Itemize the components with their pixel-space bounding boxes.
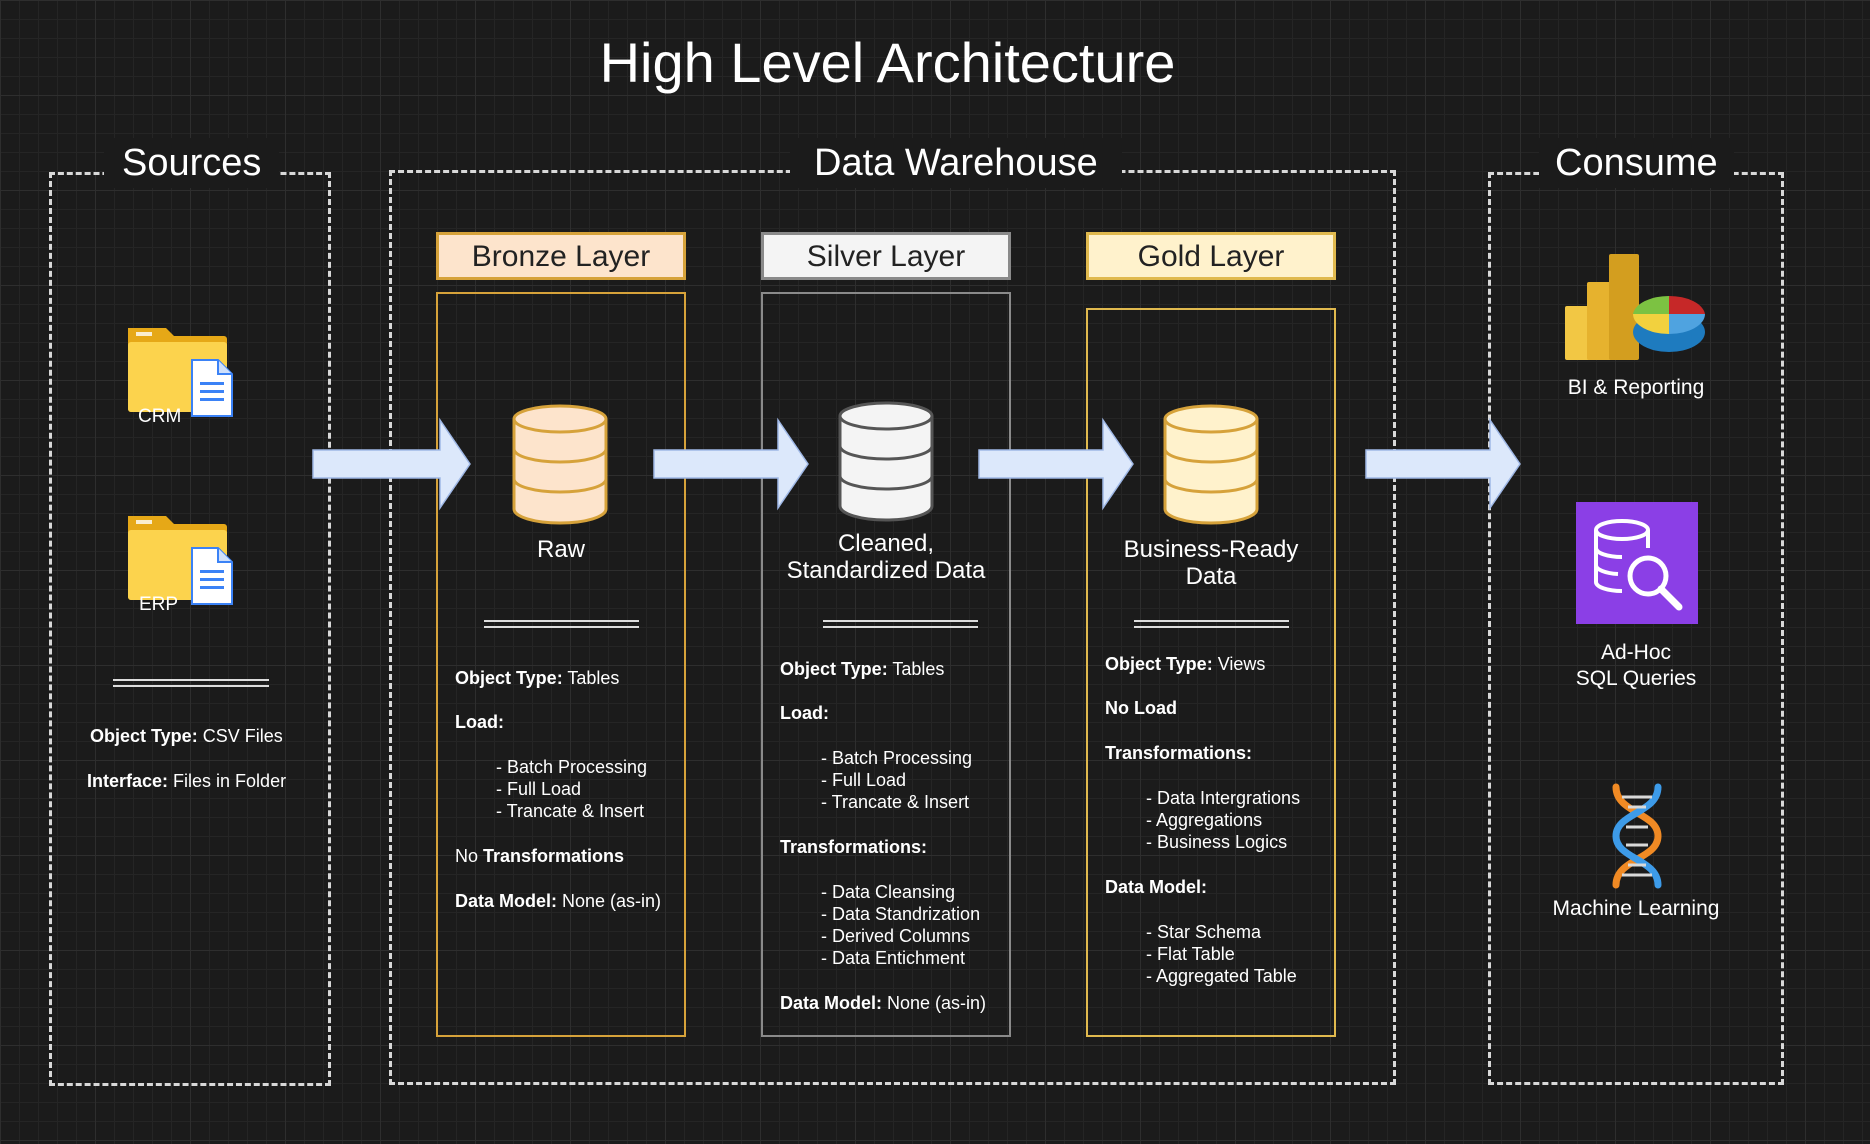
silver-database-icon: [838, 401, 934, 522]
gold-transform-label: Transformations:: [1105, 742, 1252, 764]
object-type-label: Object Type:: [455, 668, 563, 688]
list-item: - Data Cleansing: [821, 882, 956, 902]
silver-layer-box: [761, 292, 1011, 1037]
load-label: No Load: [1105, 698, 1177, 718]
bronze-database-icon: [512, 404, 608, 525]
crm-label: CRM: [138, 406, 182, 427]
list-item: - Aggregations: [1146, 810, 1263, 830]
bronze-load-list: - Batch Processing - Full Load - Trancat…: [496, 756, 647, 822]
list-item: - Derived Columns: [821, 926, 971, 946]
arrow-bronze-to-silver: [653, 417, 809, 511]
sources-interface: Interface: Files in Folder: [87, 770, 286, 792]
model-value: None (as-in): [882, 993, 987, 1013]
bronze-transformations: No Transformations: [455, 845, 624, 867]
sql-query-icon: [1576, 502, 1698, 624]
silver-load-label: Load:: [780, 702, 829, 724]
warehouse-title: Data Warehouse: [790, 138, 1122, 188]
gold-caption-line1: Business-Ready: [1123, 536, 1299, 563]
silver-caption-line2: Standardized Data: [786, 557, 986, 584]
list-item: - Batch Processing: [496, 757, 648, 777]
list-item: - Business Logics: [1146, 832, 1288, 852]
bronze-load-label: Load:: [455, 711, 504, 733]
silver-caption: Cleaned, Standardized Data: [761, 530, 1011, 584]
silver-transform-list: - Data Cleansing - Data Standrization - …: [821, 881, 980, 969]
object-type-value: Views: [1212, 654, 1266, 674]
erp-label: ERP: [139, 594, 179, 615]
list-item: - Batch Processing: [821, 748, 973, 768]
gold-object-type: Object Type: Views: [1105, 653, 1265, 675]
bronze-caption: Raw: [536, 536, 585, 563]
gold-caption-line2: Data: [1185, 563, 1237, 590]
model-label: Data Model:: [1105, 877, 1208, 897]
model-label: Data Model:: [455, 891, 558, 911]
consume-title: Consume: [1539, 138, 1734, 188]
gold-model-label: Data Model:: [1105, 876, 1207, 898]
object-type-label: Object Type:: [90, 726, 198, 746]
object-type-value: Tables: [562, 668, 620, 688]
list-item: - Data Standrization: [821, 904, 981, 924]
gold-transform-list: - Data Intergrations - Aggregations - Bu…: [1146, 787, 1300, 853]
list-item: - Trancate & Insert: [496, 801, 645, 821]
dna-icon: [1612, 783, 1662, 889]
silver-load-list: - Batch Processing - Full Load - Trancat…: [821, 747, 972, 813]
machine-learning-label: Machine Learning: [1552, 897, 1720, 920]
gold-load-label: No Load: [1105, 697, 1177, 719]
adhoc-label-line2: SQL Queries: [1575, 667, 1697, 690]
object-type-label: Object Type:: [780, 659, 888, 679]
bi-reporting-icon: [1565, 254, 1705, 360]
crm-folder-icon: [128, 328, 233, 417]
list-item: - Trancate & Insert: [821, 792, 970, 812]
model-label: Data Model:: [780, 993, 883, 1013]
transform-prefix: No: [455, 846, 484, 866]
gold-layer-header: Gold Layer: [1086, 232, 1336, 280]
adhoc-label: Ad-Hoc SQL Queries: [1488, 640, 1784, 692]
transform-label: Transformations:: [780, 837, 928, 857]
gold-caption: Business-Ready Data: [1086, 536, 1336, 590]
transform-label: Transformations: [483, 846, 625, 866]
bronze-data-model: Data Model: None (as-in): [455, 890, 661, 912]
gold-layer-box: [1086, 308, 1336, 1037]
silver-data-model: Data Model: None (as-in): [780, 992, 986, 1014]
sources-title: Sources: [104, 138, 280, 188]
object-type-label: Object Type:: [1105, 654, 1213, 674]
silver-divider: [823, 620, 978, 628]
silver-object-type: Object Type: Tables: [780, 658, 944, 680]
list-item: - Full Load: [821, 770, 907, 790]
list-item: - Aggregated Table: [1146, 966, 1297, 986]
object-type-value: Tables: [887, 659, 945, 679]
list-item: - Full Load: [496, 779, 582, 799]
gold-database-icon: [1163, 404, 1259, 525]
bronze-divider: [484, 620, 639, 628]
arrow-sources-to-bronze: [312, 417, 471, 511]
silver-caption-line1: Cleaned,: [837, 530, 935, 557]
bi-reporting-label: BI & Reporting: [1567, 376, 1705, 399]
bronze-layer-header: Bronze Layer: [436, 232, 686, 280]
arrow-gold-to-consume: [1365, 417, 1521, 511]
list-item: - Data Intergrations: [1146, 788, 1301, 808]
transform-label: Transformations:: [1105, 743, 1253, 763]
list-item: - Data Entichment: [821, 948, 966, 968]
bronze-layer-box: [436, 292, 686, 1037]
interface-value: Files in Folder: [168, 771, 287, 791]
silver-layer-header: Silver Layer: [761, 232, 1011, 280]
sources-object-type: Object Type: CSV Files: [90, 725, 283, 747]
erp-folder-icon: [128, 516, 233, 605]
arrow-silver-to-gold: [978, 417, 1134, 511]
load-label: Load:: [455, 712, 504, 732]
interface-label: Interface:: [87, 771, 169, 791]
silver-transform-label: Transformations:: [780, 836, 927, 858]
object-type-value: CSV Files: [197, 726, 283, 746]
adhoc-label-line1: Ad-Hoc: [1600, 641, 1672, 664]
sources-divider: [113, 679, 269, 687]
list-item: - Star Schema: [1146, 922, 1262, 942]
bronze-object-type: Object Type: Tables: [455, 667, 619, 689]
gold-divider: [1134, 620, 1289, 628]
gold-model-list: - Star Schema - Flat Table - Aggregated …: [1146, 921, 1297, 987]
model-value: None (as-in): [557, 891, 662, 911]
page-title: High Level Architecture: [599, 31, 1176, 94]
load-label: Load:: [780, 703, 829, 723]
list-item: - Flat Table: [1146, 944, 1235, 964]
